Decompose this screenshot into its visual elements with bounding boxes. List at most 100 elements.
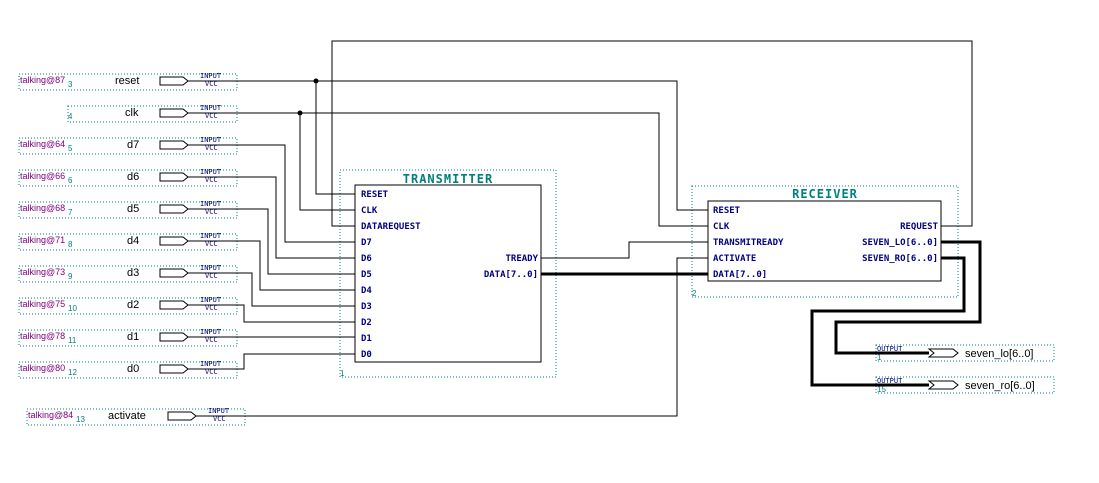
wire-request-feedback bbox=[331, 40, 973, 227]
port-transmitready: TRANSMITREADY bbox=[713, 238, 784, 248]
pin-name: d6 bbox=[127, 171, 139, 183]
pin-vcc: VCC bbox=[205, 240, 218, 248]
input-pin-d4[interactable]: talking@71 8 d4 INPUT VCC bbox=[18, 232, 238, 251]
input-pin-symbol bbox=[159, 300, 189, 310]
wire-d2 bbox=[188, 304, 355, 323]
pin-number: 13 bbox=[76, 415, 85, 424]
port-request: REQUEST bbox=[900, 222, 939, 232]
pin-kind: INPUT bbox=[200, 264, 222, 272]
pin-name: reset bbox=[115, 75, 139, 87]
port-d3: D3 bbox=[361, 302, 372, 312]
pin-kind: INPUT bbox=[200, 104, 222, 112]
pin-location: talking@64 bbox=[20, 139, 65, 149]
wire-tready bbox=[541, 241, 708, 259]
pin-name: d0 bbox=[127, 363, 139, 375]
pin-name: activate bbox=[108, 410, 146, 422]
pin-location: talking@87 bbox=[20, 75, 65, 85]
pin-vcc: VCC bbox=[213, 415, 226, 423]
pin-kind: INPUT bbox=[208, 407, 230, 415]
transmitter-block[interactable]: TRANSMITTER 1 RESET CLK DATAREQUEST D7 D… bbox=[339, 169, 557, 378]
pin-name: seven_ro[6..0] bbox=[965, 380, 1035, 392]
pin-vcc: VCC bbox=[205, 336, 218, 344]
pin-kind: INPUT bbox=[200, 200, 222, 208]
pin-vcc: VCC bbox=[205, 272, 218, 280]
input-pin-clk[interactable]: 4 clk INPUT VCC bbox=[67, 104, 238, 123]
pin-location: talking@78 bbox=[20, 331, 65, 341]
port-activate: ACTIVATE bbox=[713, 254, 756, 264]
pin-vcc: VCC bbox=[205, 112, 218, 120]
pin-kind: INPUT bbox=[200, 232, 222, 240]
pin-name: d7 bbox=[127, 139, 139, 151]
pin-location: talking@71 bbox=[20, 235, 65, 245]
input-pin-activate[interactable]: talking@84 13 activate INPUT VCC bbox=[26, 407, 246, 426]
receiver-title: RECEIVER bbox=[792, 187, 858, 201]
wire-reset-transmitter bbox=[315, 81, 355, 195]
pin-name: clk bbox=[125, 107, 139, 119]
bus-seven-lo bbox=[834, 240, 982, 355]
pin-kind: INPUT bbox=[200, 168, 222, 176]
pin-name: d5 bbox=[127, 203, 139, 215]
pin-name: d3 bbox=[127, 267, 139, 279]
pin-number: 15 bbox=[877, 385, 886, 394]
input-pin-symbol bbox=[159, 204, 189, 214]
input-pin-d0[interactable]: talking@80 12 d0 INPUT VCC bbox=[18, 360, 238, 379]
wire-d5 bbox=[188, 208, 355, 275]
input-pin-d3[interactable]: talking@73 9 d3 INPUT VCC bbox=[18, 264, 238, 283]
port-d7: D7 bbox=[361, 238, 372, 248]
pin-vcc: VCC bbox=[205, 80, 218, 88]
input-pin-d5[interactable]: talking@68 7 d5 INPUT VCC bbox=[18, 200, 238, 219]
pin-kind: OUTPUT bbox=[877, 377, 903, 385]
output-pin-symbol bbox=[927, 348, 959, 358]
wire-d0 bbox=[188, 353, 355, 370]
pin-vcc: VCC bbox=[205, 176, 218, 184]
input-pin-symbol bbox=[159, 268, 189, 278]
wire-d7 bbox=[188, 144, 355, 243]
input-pin-d1[interactable]: talking@78 11 d1 INPUT VCC bbox=[18, 328, 238, 347]
output-pin-seven-lo[interactable]: OUTPUT 1 seven_lo[6..0] bbox=[875, 344, 1055, 362]
pin-kind: INPUT bbox=[200, 136, 222, 144]
output-pin-seven-ro[interactable]: OUTPUT 15 seven_ro[6..0] bbox=[875, 376, 1055, 394]
input-pin-symbol bbox=[159, 332, 189, 342]
pin-kind: INPUT bbox=[200, 296, 222, 304]
wire-d3 bbox=[188, 272, 355, 307]
input-pin-symbol bbox=[159, 76, 189, 86]
input-pin-reset[interactable]: talking@87 3 reset INPUT VCC bbox=[18, 72, 238, 91]
pin-number: 7 bbox=[68, 208, 73, 217]
pin-vcc: VCC bbox=[205, 368, 218, 376]
pin-location: talking@75 bbox=[20, 299, 65, 309]
transmitter-instance-number: 1 bbox=[340, 369, 345, 378]
receiver-block[interactable]: RECEIVER 2 RESET CLK TRANSMITREADY ACTIV… bbox=[691, 185, 959, 298]
port-clk: CLK bbox=[361, 206, 378, 216]
input-pin-d7[interactable]: talking@64 5 d7 INPUT VCC bbox=[18, 136, 238, 155]
bus-seven-ro bbox=[810, 256, 966, 387]
pin-name: d2 bbox=[127, 299, 139, 311]
pin-name: d4 bbox=[127, 235, 139, 247]
pin-name: seven_lo[6..0] bbox=[965, 348, 1034, 360]
port-seven-ro: SEVEN_RO[6..0] bbox=[862, 254, 938, 264]
junction-dot bbox=[313, 78, 319, 84]
pin-location: talking@80 bbox=[20, 363, 65, 373]
pin-vcc: VCC bbox=[205, 144, 218, 152]
wires bbox=[188, 40, 982, 417]
port-tready: TREADY bbox=[505, 254, 538, 264]
pin-number: 4 bbox=[68, 112, 73, 121]
pin-vcc: VCC bbox=[205, 304, 218, 312]
pin-kind: INPUT bbox=[200, 328, 222, 336]
pin-name: d1 bbox=[127, 331, 139, 343]
pin-location: talking@73 bbox=[20, 267, 65, 277]
port-d4: D4 bbox=[361, 286, 372, 296]
port-reset: RESET bbox=[361, 190, 389, 200]
input-pin-d6[interactable]: talking@66 6 d6 INPUT VCC bbox=[18, 168, 238, 187]
wire-reset bbox=[188, 80, 708, 211]
port-d0: D0 bbox=[361, 350, 372, 360]
wire-activate bbox=[196, 257, 708, 417]
port-datarequest: DATAREQUEST bbox=[361, 222, 421, 232]
input-pin-d2[interactable]: talking@75 10 d2 INPUT VCC bbox=[18, 296, 238, 315]
input-pin-symbol bbox=[159, 364, 189, 374]
input-pin-symbol bbox=[159, 236, 189, 246]
pin-kind: OUTPUT bbox=[877, 345, 903, 353]
input-pin-symbol bbox=[159, 108, 189, 118]
port-reset: RESET bbox=[713, 206, 741, 216]
pin-number: 1 bbox=[877, 353, 882, 362]
